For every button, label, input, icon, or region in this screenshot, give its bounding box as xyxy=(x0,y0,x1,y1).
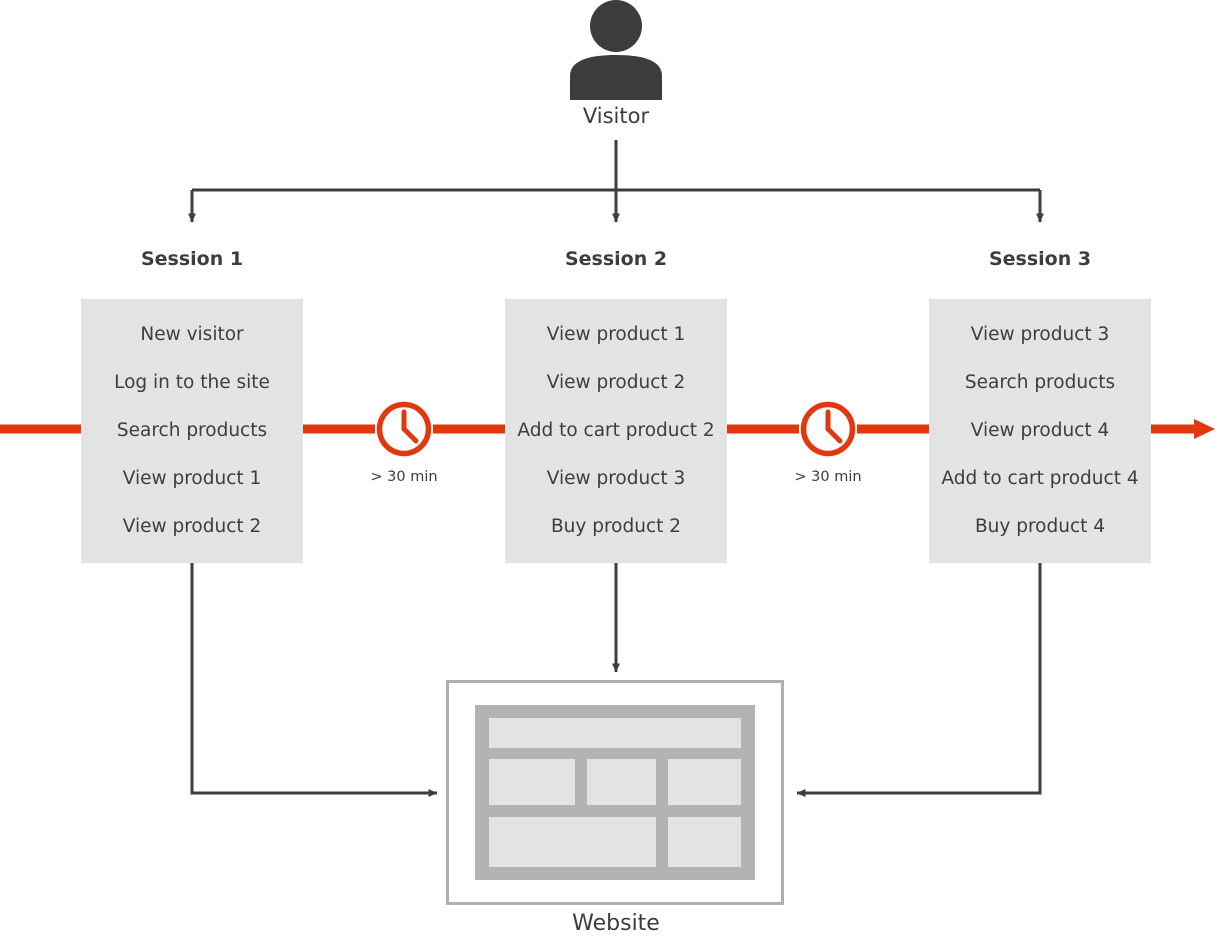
session-1-item-0: New visitor xyxy=(140,323,244,345)
website-block-c xyxy=(667,759,742,805)
website-middle-row xyxy=(489,759,742,806)
session-gap-2-label: > 30 min xyxy=(794,469,862,485)
session-3: Session 3 View product 3 Search products… xyxy=(929,250,1151,563)
session-2-item-1: View product 2 xyxy=(546,371,686,393)
clock-icon xyxy=(800,401,856,457)
session-2-item-2: Add to cart product 2 xyxy=(517,419,715,441)
session-gap-2: > 30 min xyxy=(768,400,888,485)
session-3-title: Session 3 xyxy=(988,248,1092,270)
session-1-item-1: Log in to the site xyxy=(114,371,270,393)
session-3-item-3: Add to cart product 4 xyxy=(941,467,1139,489)
session1-to-website-connector xyxy=(190,562,438,797)
session-3-box: View product 3 Search products View prod… xyxy=(929,299,1151,563)
website-block-b xyxy=(586,759,656,805)
session-3-item-4: Buy product 4 xyxy=(974,515,1106,537)
session-2: Session 2 View product 1 View product 2 … xyxy=(505,250,727,563)
website-header-block xyxy=(489,718,741,748)
website-label: Website xyxy=(572,911,660,936)
session-1-item-4: View product 2 xyxy=(122,515,262,537)
session-2-title: Session 2 xyxy=(564,248,668,270)
session-3-item-2: View product 4 xyxy=(970,419,1110,441)
visitor-branch-connectors xyxy=(188,140,1044,223)
website-inner-frame xyxy=(475,705,755,880)
clock-icon xyxy=(376,401,432,457)
session-gap-1: > 30 min xyxy=(344,400,464,485)
session-1-box: New visitor Log in to the site Search pr… xyxy=(81,299,303,563)
visitor-node: Visitor xyxy=(536,0,696,127)
website-block-e xyxy=(667,817,741,867)
session-2-box: View product 1 View product 2 Add to car… xyxy=(505,299,727,563)
person-icon xyxy=(570,0,662,100)
website-header-row xyxy=(489,718,741,748)
website-layout-icon xyxy=(446,680,784,905)
website-block-a xyxy=(489,759,575,805)
website-bottom-row xyxy=(489,817,741,867)
session3-to-website-connector xyxy=(796,562,1042,797)
session-3-item-1: Search products xyxy=(964,371,1116,393)
session-1: Session 1 New visitor Log in to the site… xyxy=(81,250,303,563)
website-node: Website xyxy=(446,680,786,935)
visitor-label: Visitor xyxy=(582,104,650,128)
session-1-item-3: View product 1 xyxy=(122,467,262,489)
session-2-item-0: View product 1 xyxy=(546,323,686,345)
session-gap-1-label: > 30 min xyxy=(370,469,438,485)
session-1-item-2: Search products xyxy=(116,419,268,441)
session-3-item-0: View product 3 xyxy=(970,323,1110,345)
session-2-item-4: Buy product 2 xyxy=(550,515,682,537)
session-2-item-3: View product 3 xyxy=(546,467,686,489)
website-block-d xyxy=(489,817,656,867)
session-1-title: Session 1 xyxy=(140,248,244,270)
